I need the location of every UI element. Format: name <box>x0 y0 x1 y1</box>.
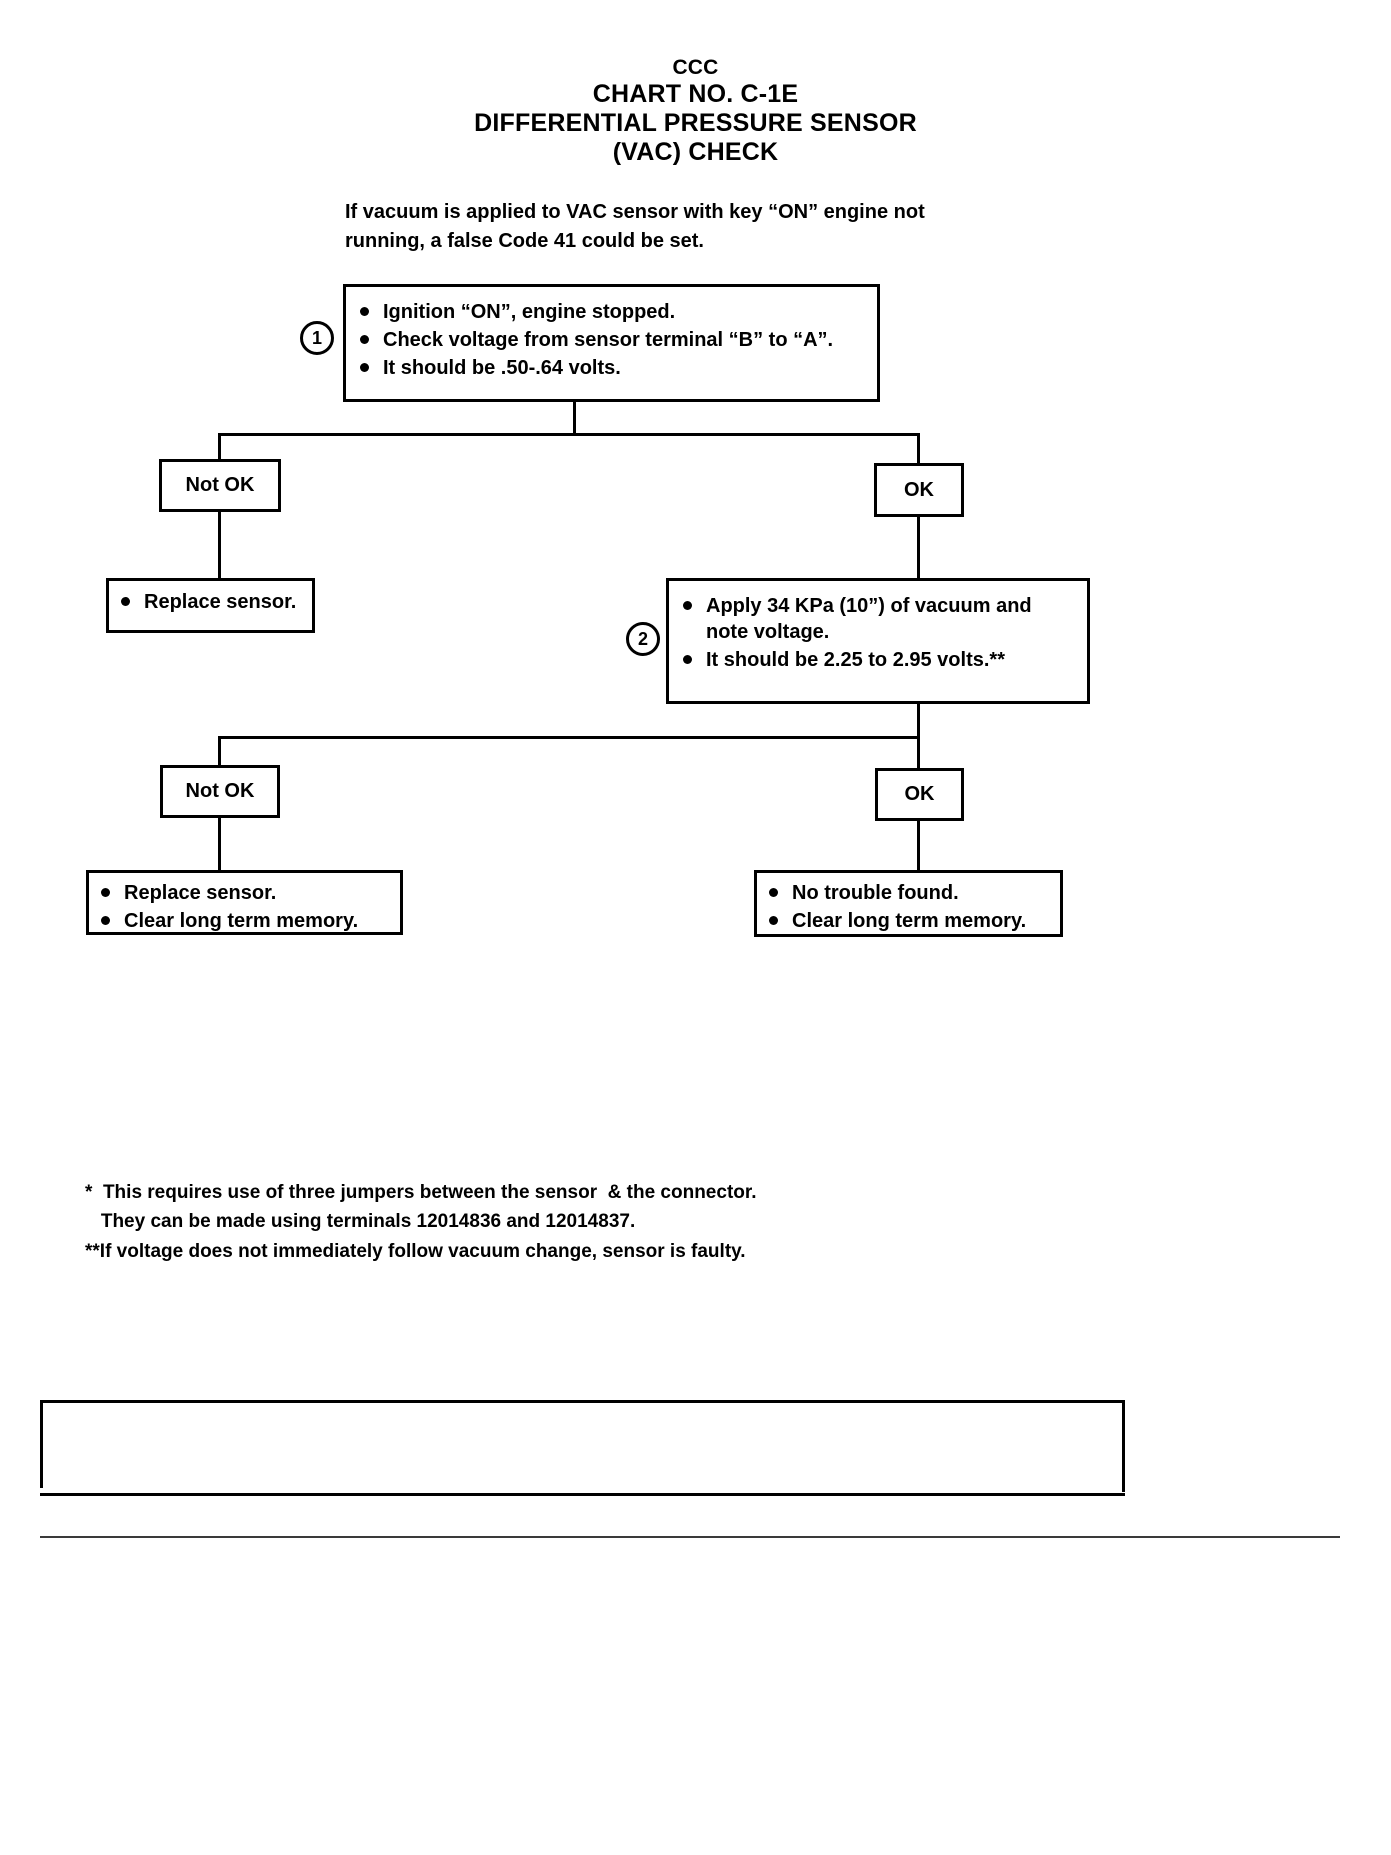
connector-to-ok-1 <box>917 433 920 464</box>
title-line-check: (VAC) CHECK <box>612 138 779 167</box>
scan-border-bottom <box>40 1493 1125 1496</box>
step-number-2: 2 <box>626 622 660 656</box>
bullet-dot-icon <box>683 655 692 664</box>
branch-label-ok-2: OK <box>875 768 964 821</box>
bullet-dot-icon <box>683 601 692 610</box>
step-2-bullet-2: It should be 2.25 to 2.95 volts.** <box>679 647 1073 673</box>
connector-step2-split-bar <box>218 736 920 739</box>
result-replace-sensor-2: Replace sensor. Clear long term memory. <box>86 870 403 935</box>
scan-border-top <box>40 1400 1125 1403</box>
result-3-bullet-2: Clear long term memory. <box>765 908 1050 934</box>
intro-line-2: running, a false Code 41 could be set. <box>345 230 704 252</box>
bullet-dot-icon <box>121 597 130 606</box>
connector-step1-down <box>573 402 576 435</box>
bullet-dot-icon <box>101 916 110 925</box>
bullet-dot-icon <box>360 363 369 372</box>
bullet-dot-icon <box>360 307 369 316</box>
intro-note: If vacuum is applied to VAC sensor with … <box>345 198 985 256</box>
bullet-dot-icon <box>360 335 369 344</box>
bullet-dot-icon <box>769 916 778 925</box>
result-replace-sensor-1: Replace sensor. <box>106 578 315 633</box>
connector-notok2-down <box>218 818 221 872</box>
connector-step1-split-bar <box>218 433 920 436</box>
connector-ok2-down <box>917 821 920 870</box>
title-line-ccc: CCC <box>672 56 719 79</box>
bullet-dot-icon <box>101 888 110 897</box>
step-2-bullet-1: Apply 34 KPa (10”) of vacuum and note vo… <box>679 593 1073 645</box>
scan-border-left <box>40 1400 43 1488</box>
branch-label-not-ok-2: Not OK <box>160 765 280 818</box>
step-1-bullet-1: Ignition “ON”, engine stopped. <box>356 299 863 325</box>
step-2-box: Apply 34 KPa (10”) of vacuum and note vo… <box>666 578 1090 704</box>
title-line-sensor: DIFFERENTIAL PRESSURE SENSOR <box>474 109 917 138</box>
step-number-1: 1 <box>300 321 334 355</box>
footnote-line-2: They can be made using terminals 1201483… <box>85 1211 636 1233</box>
intro-line-1: If vacuum is applied to VAC sensor with … <box>345 201 925 223</box>
footnote-line-1: * This requires use of three jumpers bet… <box>85 1182 757 1203</box>
footnotes: * This requires use of three jumpers bet… <box>85 1178 1085 1266</box>
step-1-bullet-2: Check voltage from sensor terminal “B” t… <box>356 327 863 353</box>
connector-to-notok-2 <box>218 736 221 766</box>
result-2-bullet-1: Replace sensor. <box>97 880 390 906</box>
result-3-bullet-1: No trouble found. <box>765 880 1050 906</box>
connector-notok1-down <box>218 512 221 580</box>
connector-ok1-down <box>917 517 920 578</box>
branch-label-not-ok-1: Not OK <box>159 459 281 512</box>
step-1-box: Ignition “ON”, engine stopped. Check vol… <box>343 284 880 402</box>
step-1-bullet-3: It should be .50-.64 volts. <box>356 355 863 381</box>
scan-border-right <box>1122 1400 1125 1492</box>
connector-step2-down <box>917 704 920 738</box>
scan-border-artifact <box>40 1400 1125 1496</box>
page-bottom-rule <box>40 1536 1340 1538</box>
result-1-bullet-1: Replace sensor. <box>117 589 302 615</box>
title-line-chart-no: CHART NO. C-1E <box>592 80 799 109</box>
result-no-trouble-found: No trouble found. Clear long term memory… <box>754 870 1063 937</box>
connector-to-notok-1 <box>218 433 221 460</box>
result-2-bullet-2: Clear long term memory. <box>97 908 390 934</box>
branch-label-ok-1: OK <box>874 463 964 517</box>
page-title: CCC CHART NO. C-1E DIFFERENTIAL PRESSURE… <box>0 56 1391 167</box>
footnote-line-3: **If voltage does not immediately follow… <box>85 1240 746 1262</box>
connector-to-ok-2 <box>917 736 920 768</box>
bullet-dot-icon <box>769 888 778 897</box>
